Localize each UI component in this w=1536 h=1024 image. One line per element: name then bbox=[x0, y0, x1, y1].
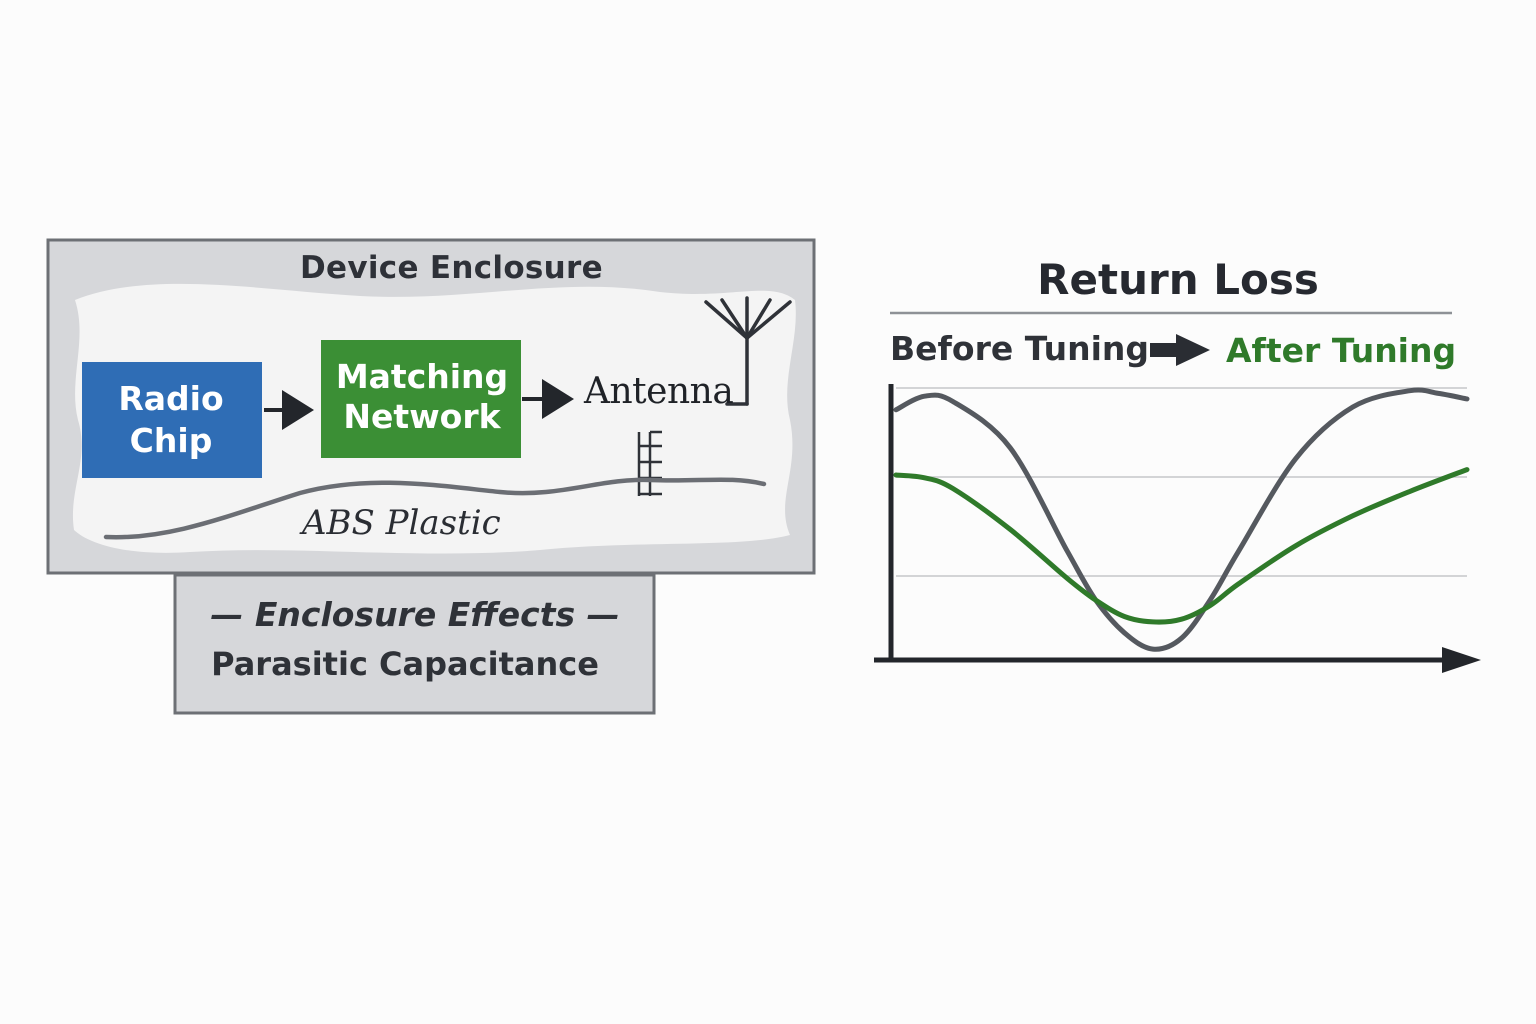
enclosure-title: Device Enclosure bbox=[300, 250, 603, 286]
series-line-before-tuning bbox=[893, 387, 1470, 652]
legend-after-tuning: After Tuning bbox=[1226, 331, 1457, 370]
match-label-line: Matching bbox=[335, 357, 509, 396]
chart-title: Return Loss bbox=[1037, 255, 1319, 304]
radio-chip-block bbox=[82, 362, 262, 478]
abs-plastic-line bbox=[103, 477, 767, 540]
antenna-label: Antenna bbox=[584, 371, 734, 412]
antenna-icon bbox=[704, 296, 792, 406]
legend-before-tuning: Before Tuning bbox=[890, 329, 1150, 368]
match-label-line: Network bbox=[343, 397, 501, 436]
series-line-after-tuning bbox=[893, 467, 1470, 625]
enclosure-effects-box bbox=[173, 573, 656, 715]
enclosure-effects-title: — Enclosure Effects — bbox=[210, 595, 620, 634]
matching-network-block bbox=[321, 340, 521, 458]
parasitic-capacitance-label: Parasitic Capacitance bbox=[211, 645, 599, 683]
chip-label-line: Chip bbox=[129, 421, 213, 460]
legend-arrow-icon bbox=[1150, 334, 1210, 366]
chart-x-axis-arrowhead bbox=[1442, 647, 1481, 673]
chip-label-line: Radio bbox=[118, 379, 224, 418]
chart-gridlines bbox=[896, 387, 1467, 577]
capacitor-icon bbox=[637, 430, 662, 496]
material-label: ABS Plastic bbox=[302, 503, 501, 543]
